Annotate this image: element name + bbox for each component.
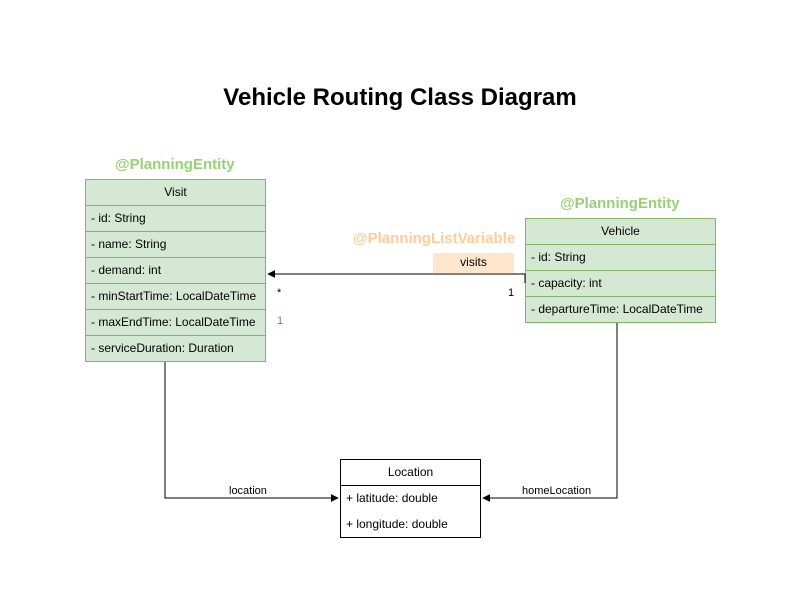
visit-attribute: - serviceDuration: Duration — [91, 341, 234, 355]
visits-source-multiplicity: 1 — [508, 287, 515, 299]
visit-stereotype: @PlanningEntity — [115, 156, 235, 173]
location-class[interactable]: Location + latitude: double + longitude:… — [340, 459, 481, 538]
location-class-name: Location — [341, 460, 480, 486]
vehicle-attribute: - id: String — [526, 245, 715, 271]
vehicle-attribute: - departureTime: LocalDateTime — [531, 302, 703, 316]
vehicle-stereotype: @PlanningEntity — [560, 195, 680, 212]
visit-class-name: Visit — [86, 180, 265, 206]
location-edge-line[interactable] — [164, 362, 339, 502]
visit-class[interactable]: Visit - id: String - name: String - dema… — [85, 179, 266, 362]
visit-attribute: - maxEndTime: LocalDateTime — [86, 310, 265, 336]
visit-attribute: - name: String — [86, 232, 265, 258]
visits-edge-line[interactable] — [267, 270, 526, 283]
home-location-edge-label: homeLocation — [522, 485, 592, 497]
diagram-title: Vehicle Routing Class Diagram — [223, 84, 577, 111]
visits-target-multiplicity: * — [277, 287, 282, 299]
vehicle-class[interactable]: Vehicle - id: String - capacity: int - d… — [525, 218, 716, 323]
location-edge-label: location — [229, 485, 267, 497]
visit-attribute: - minStartTime: LocalDateTime — [86, 284, 265, 310]
visits-edge-label: visits — [433, 253, 514, 273]
location-attribute: + latitude: double — [346, 491, 438, 505]
home-location-edge-line[interactable] — [482, 323, 618, 502]
visit-attribute: - id: String — [86, 206, 265, 232]
vehicle-attribute: - capacity: int — [526, 271, 715, 297]
visits-extra-multiplicity: 1 — [277, 315, 284, 327]
vehicle-class-name: Vehicle — [526, 219, 715, 245]
location-attribute: + longitude: double — [346, 517, 448, 531]
visit-attribute: - demand: int — [86, 258, 265, 284]
planning-list-variable-annotation: @PlanningListVariable — [353, 230, 516, 247]
